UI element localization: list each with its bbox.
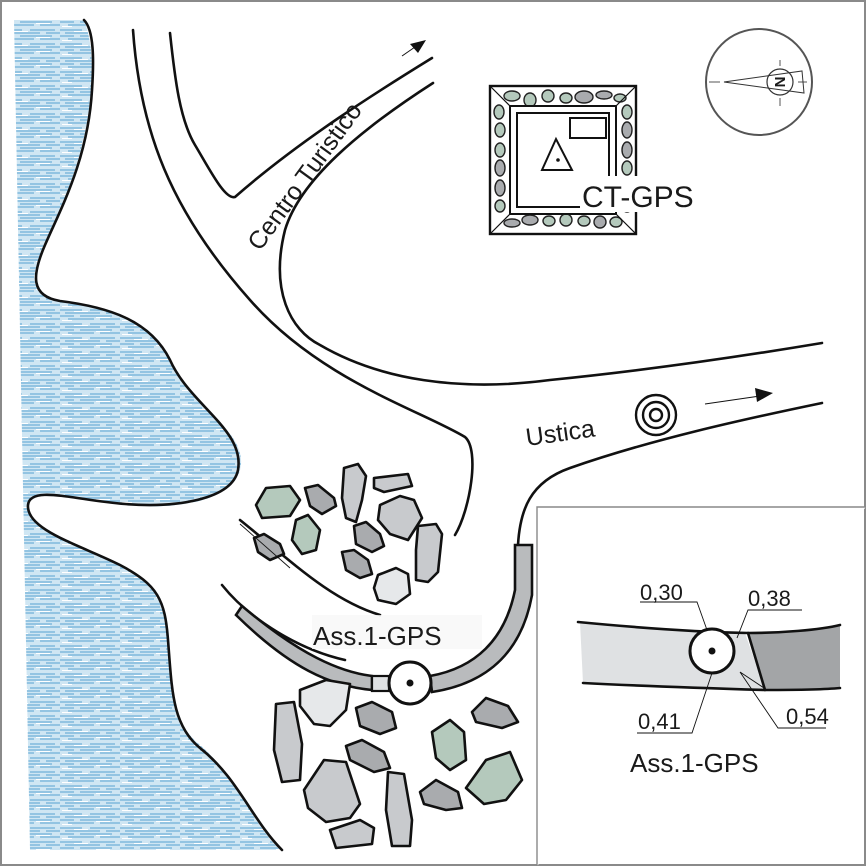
ct-gps-marker[interactable]	[540, 136, 574, 171]
rock-cluster-upper	[239, 462, 444, 606]
rock-cluster-lower	[272, 678, 524, 850]
rock	[328, 818, 376, 850]
rock	[303, 483, 338, 516]
rock	[290, 513, 322, 556]
wall-joint	[370, 674, 391, 693]
ct-gps-label: CT-GPS	[582, 181, 694, 214]
rock	[254, 484, 302, 520]
rock	[352, 520, 386, 554]
rock	[464, 750, 524, 806]
rock	[430, 718, 468, 772]
centro-turistico-arrow	[401, 40, 426, 57]
target-icon	[634, 393, 678, 437]
ass1-gps-marker-dot	[406, 679, 414, 687]
ct-gps-label-bg	[580, 176, 728, 212]
inset-wall-joint-line	[746, 631, 767, 692]
coastline	[26, 18, 284, 852]
inset-wall-dark	[748, 625, 840, 690]
rock	[376, 494, 424, 542]
leader-0-41	[637, 672, 713, 734]
ass1-gps-label: Ass.1-GPS	[313, 621, 442, 651]
inset-wall-bottom	[581, 681, 842, 692]
road-edge-centro-right	[278, 81, 824, 386]
measurement-label: 0,38	[748, 586, 791, 611]
wall-right-segment	[428, 543, 534, 694]
rock	[272, 700, 304, 784]
compass-rose: N	[705, 28, 813, 136]
rock	[302, 758, 362, 824]
road-edge-centro-left	[131, 28, 474, 537]
leader-0-38	[736, 609, 802, 639]
ass1-label-bg	[312, 615, 482, 649]
road-edge-ustica-lower	[516, 401, 824, 547]
inset-ass1-gps-label: Ass.1-GPS	[630, 748, 759, 778]
rock	[340, 548, 374, 580]
rock	[414, 522, 444, 584]
measurement-label: 0,41	[638, 709, 681, 734]
leader-0-30	[640, 601, 708, 631]
road-edge-centro-inner	[168, 31, 434, 199]
rock	[354, 700, 398, 736]
measurement-label: 0,30	[640, 580, 683, 605]
path-curve-upper	[238, 518, 382, 617]
rock	[418, 778, 464, 812]
rock	[470, 696, 520, 730]
inset-wall-top	[576, 620, 842, 635]
rock	[344, 738, 392, 774]
rock	[252, 532, 286, 562]
inset-gps-marker-dot	[708, 647, 716, 655]
rock	[340, 462, 368, 524]
rock	[372, 472, 414, 494]
rock-line	[239, 523, 291, 569]
leader-0-54	[739, 671, 826, 729]
sea-area	[14, 20, 280, 850]
rock	[298, 678, 352, 728]
measurement-label: 0,54	[786, 704, 829, 729]
rock	[372, 566, 412, 606]
inset-detail-panel: 0,30 0,38 0,41 0,54 Ass.1-GPS	[536, 506, 866, 866]
compass-north-letter: N	[772, 77, 789, 88]
ustica-arrow	[704, 388, 773, 405]
rock	[384, 770, 414, 848]
